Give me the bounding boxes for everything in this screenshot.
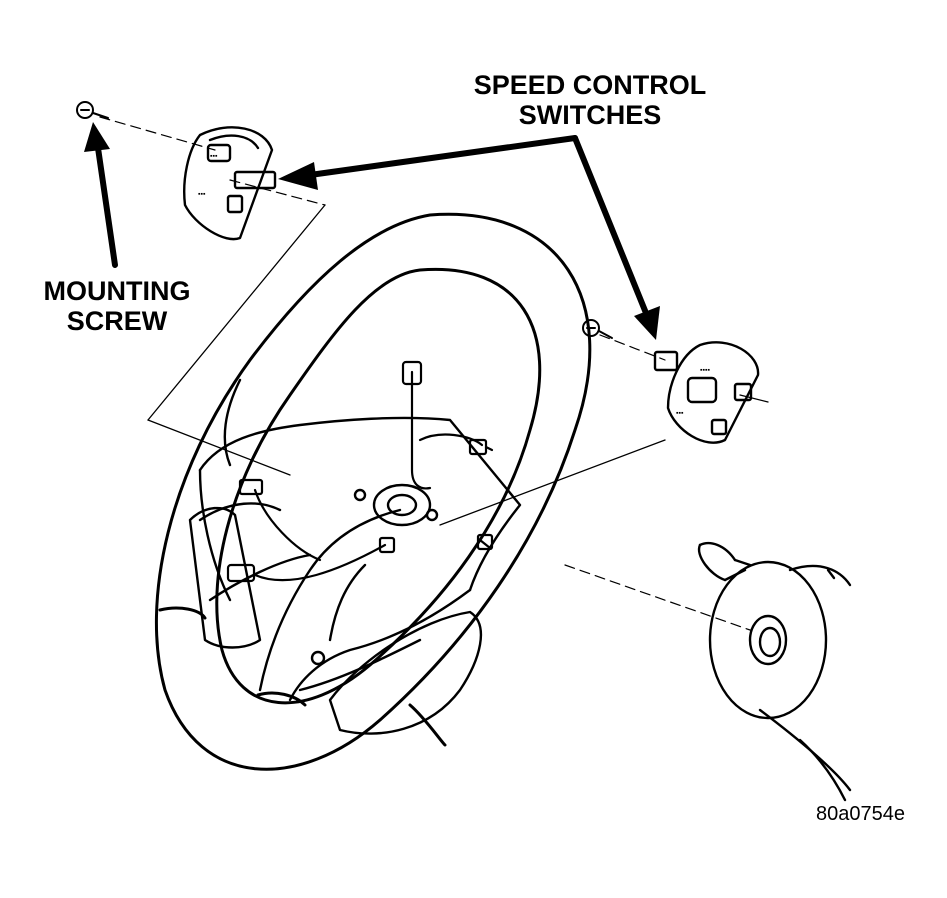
right-switch-resume-mark: ▪▪▪▪ bbox=[700, 367, 710, 374]
wiring-harness bbox=[226, 360, 494, 583]
left-speed-control-switch bbox=[183, 126, 277, 241]
mounting-screw-label-line2: SCREW bbox=[66, 306, 168, 336]
perspective-lines bbox=[147, 204, 769, 526]
arrow-head-right-switch bbox=[634, 306, 660, 340]
right-speed-control-switch bbox=[653, 341, 760, 444]
mounting-screw-left bbox=[76, 101, 109, 119]
left-switch-resume-mark: ▪▪▪ bbox=[210, 153, 218, 160]
arrow-head-screw bbox=[84, 122, 110, 152]
steering-wheel-hub bbox=[188, 378, 522, 735]
left-switch-set-mark: ▪▪▪ bbox=[198, 191, 206, 198]
arrow-heads bbox=[84, 122, 660, 340]
mounting-screw-label-line1: MOUNTING bbox=[43, 276, 191, 306]
right-switch-cancel-mark: ▪▪▪ bbox=[676, 410, 684, 417]
callout-arrows bbox=[95, 135, 651, 321]
mounting-screw-label: MOUNTING SCREW bbox=[22, 276, 212, 336]
mounting-screw-right bbox=[582, 319, 613, 339]
speed-control-switches-label: SPEED CONTROL SWITCHES bbox=[455, 70, 725, 130]
clockspring-assembly bbox=[697, 541, 852, 802]
speed-control-label-line1: SPEED CONTROL bbox=[473, 70, 707, 100]
arrow-head-left-switch bbox=[278, 162, 318, 190]
figure-id: 80a0754e bbox=[816, 803, 905, 825]
steering-wheel-rim bbox=[154, 212, 592, 771]
speed-control-label-line2: SWITCHES bbox=[518, 100, 662, 130]
